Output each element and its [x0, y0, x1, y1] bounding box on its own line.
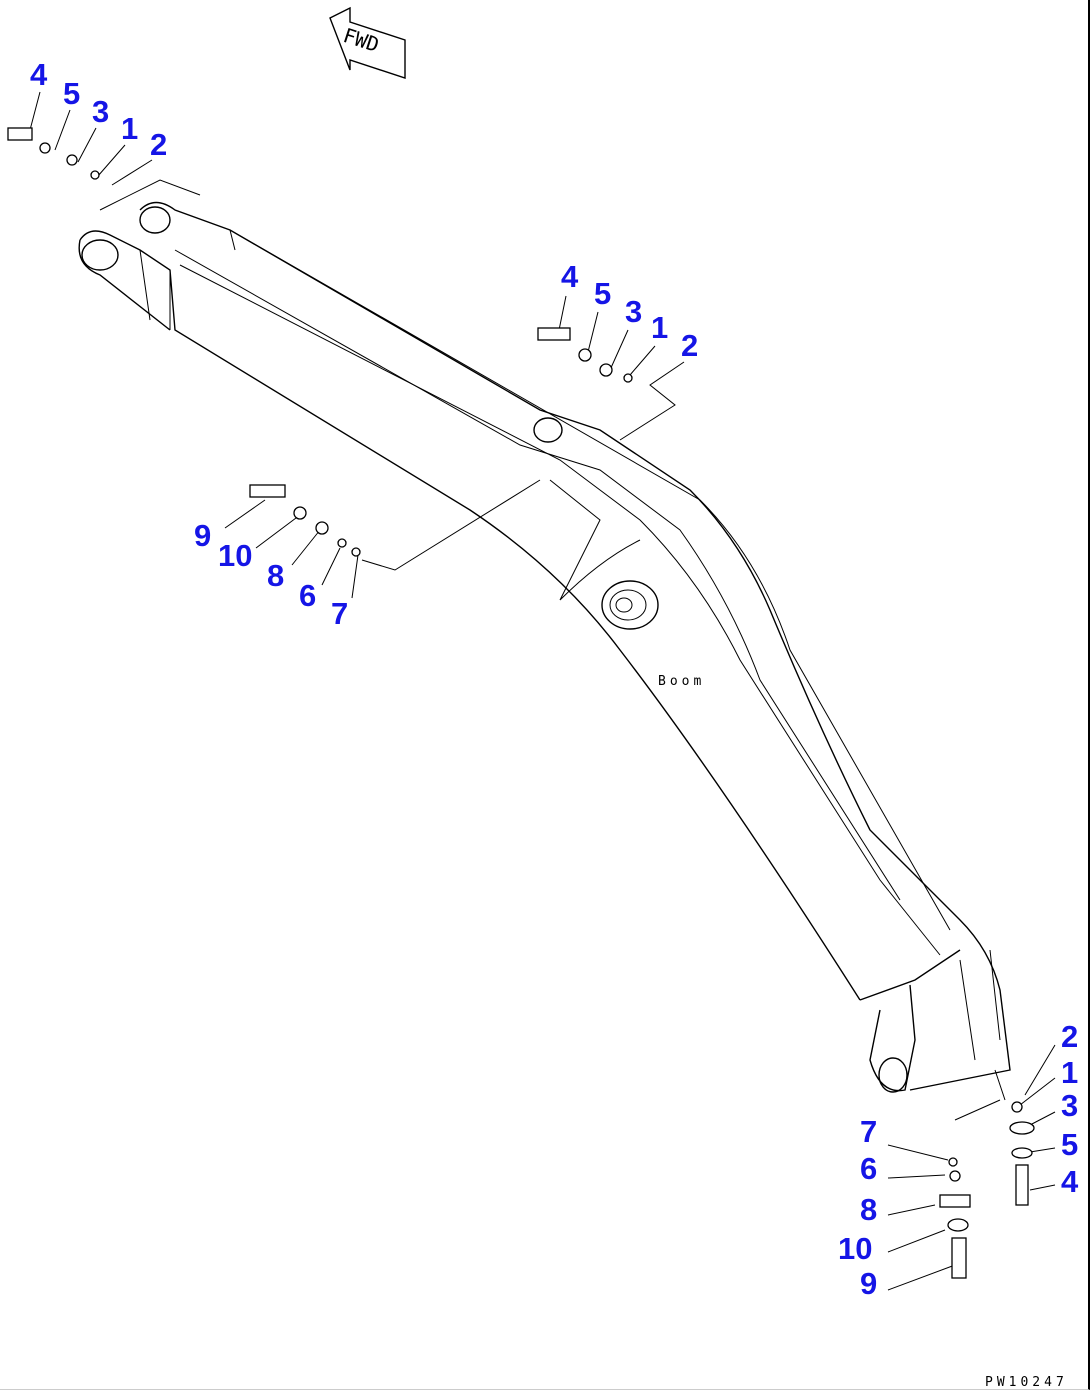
callouts-bottom-right-b: 7 6 8 10 9: [838, 1114, 877, 1301]
callout: 10: [838, 1231, 872, 1266]
callouts-top-left: 4 5 3 1 2: [30, 57, 167, 162]
callout: 5: [63, 76, 80, 111]
callout: 5: [594, 276, 611, 311]
boom-body: Boom: [78, 201, 1011, 1093]
callout: 4: [561, 259, 579, 294]
callout: 6: [299, 578, 316, 613]
callout: 10: [218, 538, 252, 573]
fwd-arrow-icon: FWD: [329, 6, 406, 79]
callout: 4: [1061, 1164, 1079, 1199]
callout: 1: [1061, 1055, 1078, 1090]
callouts-bottom-right-a: 2 1 3 5 4: [1061, 1019, 1079, 1199]
callout: 8: [267, 558, 284, 593]
callout: 7: [860, 1114, 877, 1149]
callout: 3: [92, 94, 109, 129]
callout: 1: [121, 111, 138, 146]
callout: 8: [860, 1192, 877, 1227]
callout: 1: [651, 310, 668, 345]
callouts-left-middle: 9 10 8 6 7: [194, 518, 348, 631]
callout: 6: [860, 1151, 877, 1186]
callout: 2: [681, 328, 698, 363]
callout: 2: [1061, 1019, 1078, 1054]
callout: 2: [150, 127, 167, 162]
leader-lines: [29, 91, 1056, 1291]
boom-label: Boom: [658, 674, 705, 689]
callout: 9: [194, 518, 211, 553]
callout: 7: [331, 596, 348, 631]
callout: 5: [1061, 1127, 1078, 1162]
callout: 4: [30, 57, 48, 92]
fwd-label: FWD: [340, 23, 382, 57]
part-icons: [7, 127, 1035, 1279]
callout: 9: [860, 1266, 877, 1301]
callout: 3: [625, 294, 642, 329]
drawing-code: PW10247: [985, 1375, 1068, 1390]
callout: 3: [1061, 1088, 1078, 1123]
callouts-middle: 4 5 3 1 2: [561, 259, 698, 363]
